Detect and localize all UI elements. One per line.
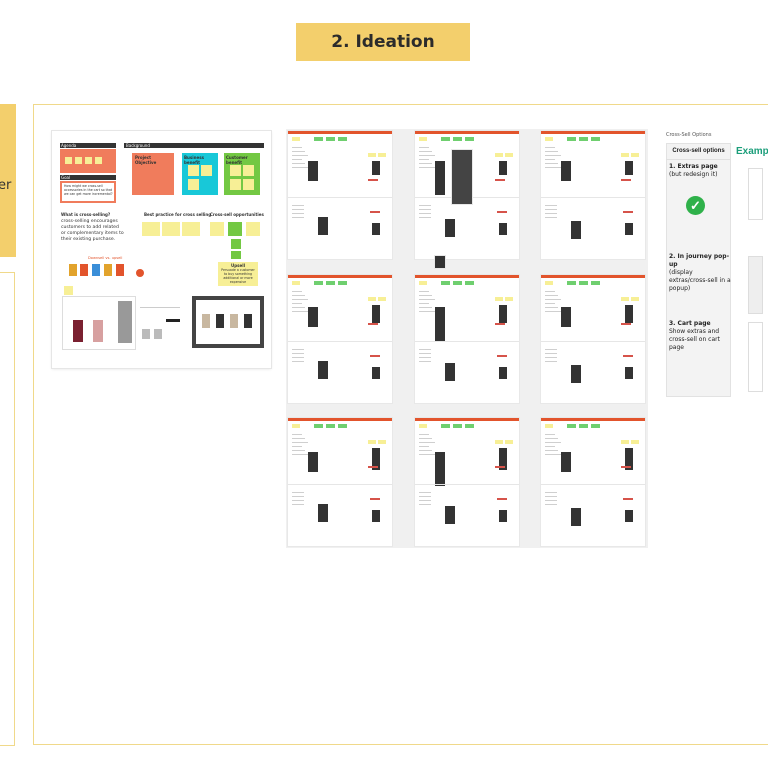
sticky	[201, 165, 212, 176]
cross-sell-header: Cross-sell options	[666, 143, 731, 160]
option-1-title: 1. Extras page	[669, 163, 718, 170]
option-2-title: 2. In journey pop-up	[669, 253, 730, 268]
sticky-green	[228, 222, 242, 236]
sticky	[246, 222, 260, 236]
sticky	[188, 179, 199, 190]
example-screenshot-dark	[192, 296, 264, 348]
sticky	[182, 222, 200, 236]
cross-sell-option-1: 1. Extras page (but redesign it)	[669, 163, 731, 179]
cross-sell-option-3: 3. Cart page Show extras and cross-sell …	[669, 320, 731, 352]
wireframe-screen[interactable]	[541, 131, 645, 259]
wireframe-screen[interactable]	[541, 275, 645, 403]
background-label: Background	[126, 143, 150, 148]
product-photo	[202, 314, 210, 328]
example-screenshot	[62, 296, 136, 350]
wireframe-screen[interactable]	[288, 275, 392, 403]
section-title: 2. Ideation	[296, 23, 470, 61]
goal-label: Goal	[61, 175, 71, 180]
button-graphic	[166, 319, 180, 322]
popup-graphic	[196, 300, 260, 344]
dark-square	[435, 256, 445, 268]
example-thumbnail	[748, 322, 763, 392]
side-panel	[118, 301, 132, 343]
goal-text: How might we cross-sell accessories in t…	[64, 184, 113, 196]
left-partial-sticky: er	[0, 104, 16, 257]
wireframe-screen[interactable]	[415, 418, 519, 546]
goal-bar	[60, 175, 116, 180]
sticky	[230, 179, 241, 190]
what-is-cross-selling-title: What is cross-selling?	[61, 212, 111, 217]
option-3-desc: Show extras and cross-sell on cart page	[669, 328, 720, 351]
examples-heading: Exampl	[736, 146, 768, 157]
product-graphic	[136, 269, 144, 277]
research-board[interactable]: Agenda Goal How might we cross-sell acce…	[52, 131, 271, 368]
red-line	[196, 300, 252, 302]
thumb	[154, 329, 162, 339]
goal-note: How might we cross-sell accessories in t…	[60, 181, 116, 203]
wireframe-screen[interactable]	[415, 275, 519, 403]
left-partial-text: er	[0, 178, 12, 193]
examples-column	[743, 160, 768, 397]
business-benefit-note: Business benefit	[182, 153, 218, 195]
customer-benefit-note: Customer benefit	[224, 153, 260, 195]
project-objective-label: Project Objective	[135, 155, 157, 165]
sticky	[210, 222, 224, 236]
option-2-desc: (display extras/cross-sell in a popup)	[669, 269, 731, 292]
product-photo	[230, 314, 238, 328]
thumb	[142, 329, 150, 339]
product-graphic	[104, 264, 112, 276]
cross-sell-option-2: 2. In journey pop-up (display extras/cro…	[669, 253, 731, 293]
sticky	[230, 165, 241, 176]
upsell-note: Upsell Persuade a customer to buy someth…	[218, 262, 258, 286]
cross-sell-panel[interactable]	[666, 143, 731, 397]
best-practice-title: Best practice for cross selling	[144, 212, 212, 217]
product-photo	[73, 320, 83, 342]
checkmark-icon: ✓	[686, 196, 705, 215]
sticky	[64, 286, 73, 295]
product-graphic	[116, 264, 124, 276]
option-1-desc: (but redesign it)	[669, 171, 718, 178]
business-benefit-label: Business benefit	[184, 155, 204, 165]
product-photo	[244, 314, 252, 328]
example-screenshot	[136, 299, 188, 345]
wireframe-screen[interactable]	[288, 418, 392, 546]
option-3-title: 3. Cart page	[669, 320, 711, 327]
sticky	[243, 179, 254, 190]
upsell-label: Upsell	[231, 263, 245, 268]
sticky	[75, 157, 82, 164]
sticky	[95, 157, 102, 164]
sticky-green	[231, 251, 241, 259]
customer-benefit-label: Customer benefit	[226, 155, 248, 165]
wireframe-screen[interactable]	[541, 418, 645, 546]
sticky	[162, 222, 180, 236]
sticky	[65, 157, 72, 164]
sticky	[188, 165, 199, 176]
sticky-green	[231, 239, 241, 249]
section-title-text: 2. Ideation	[331, 32, 435, 52]
sticky	[85, 157, 92, 164]
opportunities-title: Cross-sell opportunities	[210, 212, 264, 217]
mobile-wireframe-overlay[interactable]	[452, 150, 472, 204]
sticky	[142, 222, 160, 236]
agenda-label: Agenda	[61, 143, 77, 148]
product-photo	[93, 320, 103, 342]
product-graphic	[69, 264, 77, 276]
project-objective-note: Project Objective	[132, 153, 174, 195]
what-is-cross-selling-text: cross-selling encourages customers to ad…	[61, 219, 124, 242]
ideation-frame[interactable]	[33, 104, 768, 745]
example-thumbnail	[748, 256, 763, 314]
sticky	[243, 165, 254, 176]
cross-sell-frame-title: Cross-Sell Options	[666, 132, 712, 138]
agenda-note	[60, 149, 116, 173]
example-thumbnail	[748, 168, 763, 220]
agenda-bar	[60, 143, 116, 148]
downsell-upsell-title: Downsell vs. upsell	[88, 256, 123, 260]
left-partial-frame	[0, 272, 15, 746]
upsell-text: Persuade a customer to buy something add…	[221, 268, 255, 284]
wireframe-screen[interactable]	[288, 131, 392, 259]
product-graphic	[92, 264, 100, 276]
product-photo	[216, 314, 224, 328]
product-graphic	[80, 264, 88, 276]
background-bar	[124, 143, 264, 148]
